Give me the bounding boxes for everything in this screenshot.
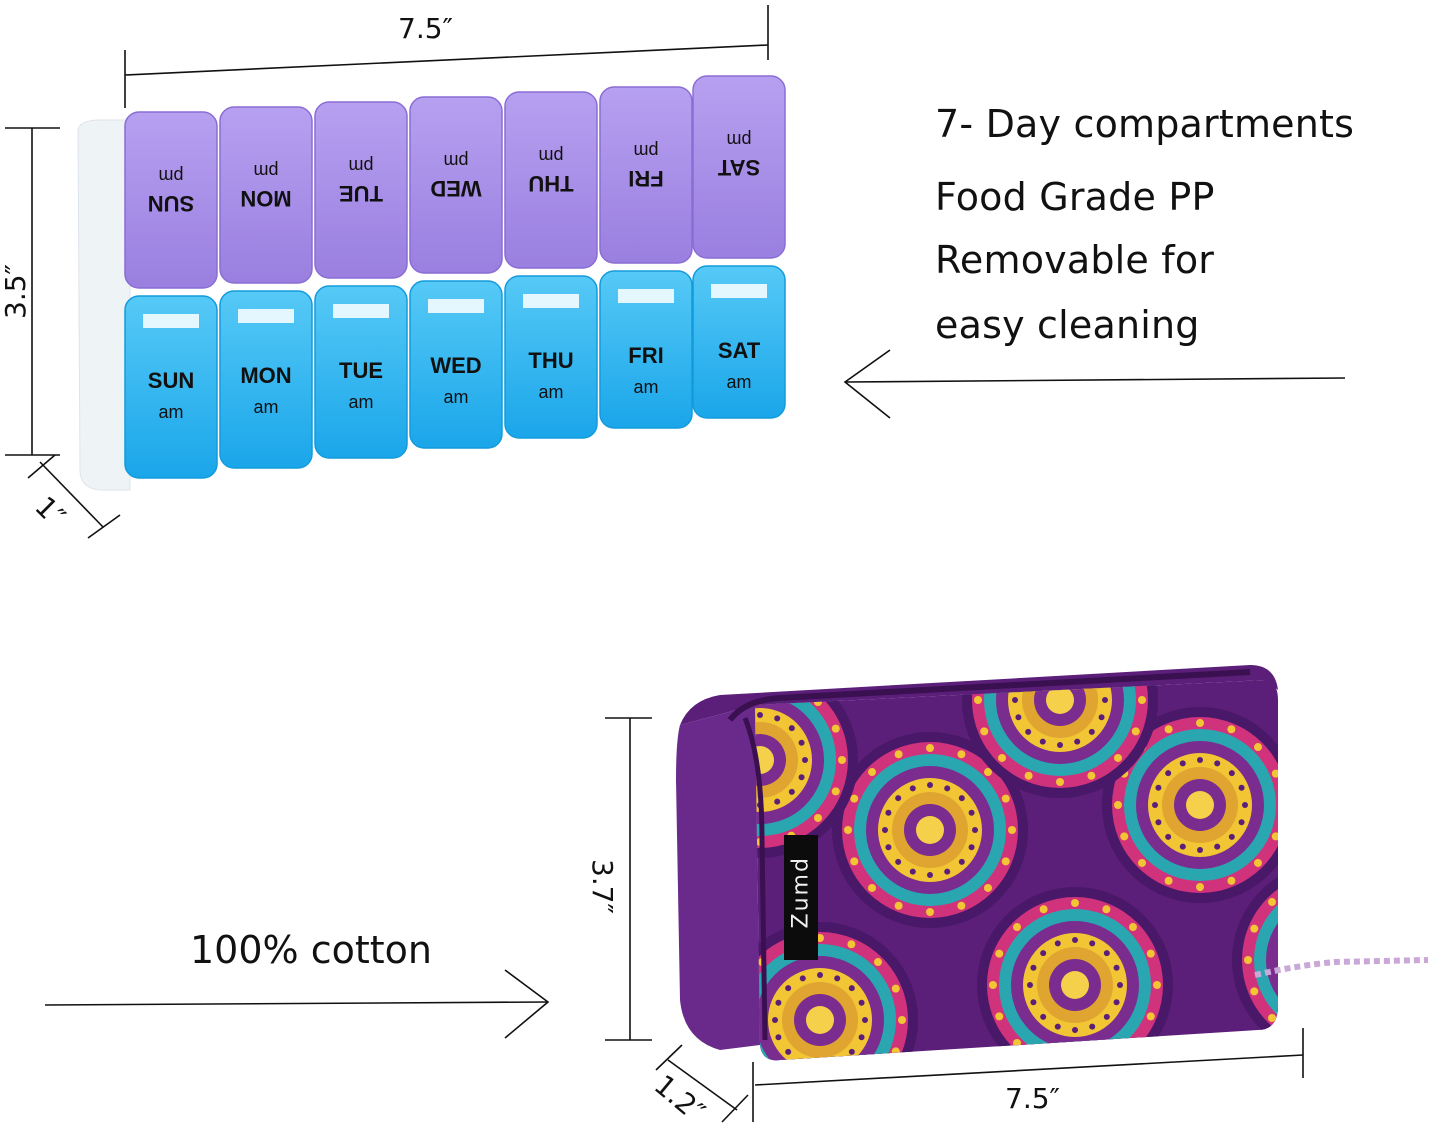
am-lid-tab bbox=[333, 304, 389, 318]
am-label: am bbox=[348, 392, 373, 412]
pm-lid-wed bbox=[409, 96, 503, 274]
brand-tag bbox=[784, 835, 818, 960]
pm-day-label: TUE bbox=[339, 181, 383, 206]
pm-label: pm bbox=[726, 130, 751, 150]
pouch-side bbox=[676, 705, 760, 1050]
am-lid-fri bbox=[599, 270, 693, 429]
am-lid-tue bbox=[314, 285, 408, 459]
pm-label: pm bbox=[253, 161, 278, 181]
pm-lid-fri bbox=[599, 86, 693, 264]
pouch-zipper-pull bbox=[1254, 957, 1429, 978]
am-day-label: SUN bbox=[148, 368, 194, 393]
pm-label: pm bbox=[443, 151, 468, 171]
am-day-label: TUE bbox=[339, 358, 383, 383]
pm-lid-sun bbox=[124, 111, 218, 289]
pill-box-base bbox=[77, 119, 131, 491]
pm-lid-mon bbox=[219, 106, 313, 284]
am-day-label: THU bbox=[528, 348, 573, 373]
pm-label: pm bbox=[633, 141, 658, 161]
am-label: am bbox=[158, 402, 183, 422]
mandala-motif bbox=[755, 922, 918, 1061]
mandala-motif bbox=[977, 887, 1173, 1061]
features-arrow bbox=[843, 349, 1346, 419]
pm-lid-sat bbox=[692, 75, 786, 259]
feature-line-4: easy cleaning bbox=[935, 303, 1200, 347]
feature-line-3: Removable for bbox=[935, 238, 1215, 282]
am-day-label: MON bbox=[240, 363, 291, 388]
am-lid-tab bbox=[711, 284, 767, 298]
mandala-motif bbox=[832, 732, 1028, 928]
am-label: am bbox=[633, 377, 658, 397]
pm-lid-thu bbox=[504, 91, 598, 269]
pouch-depth-dimension bbox=[655, 1044, 749, 1123]
am-lid-tab bbox=[428, 299, 484, 313]
pm-label: pm bbox=[158, 166, 183, 186]
am-lid-tab bbox=[143, 314, 199, 328]
am-label: am bbox=[726, 372, 751, 392]
am-lid-sat bbox=[692, 265, 786, 419]
pm-label: pm bbox=[348, 156, 373, 176]
material-arrow bbox=[44, 969, 550, 1039]
mandala-motif bbox=[1102, 707, 1278, 903]
feature-line-2: Food Grade PP bbox=[935, 175, 1215, 219]
pouch-height-label: 3.7″ bbox=[586, 859, 619, 914]
pm-day-label: FRI bbox=[628, 166, 663, 191]
am-lid-wed bbox=[409, 280, 503, 449]
pouch-width-label: 7.5″ bbox=[1005, 1082, 1060, 1115]
pill-box-height-dimension bbox=[5, 127, 60, 456]
pm-day-label: WED bbox=[430, 176, 481, 201]
am-day-label: FRI bbox=[628, 343, 663, 368]
pm-lid-tue bbox=[314, 101, 408, 279]
brand-tag-text: Zumd bbox=[788, 856, 814, 929]
am-lid-tab bbox=[618, 289, 674, 303]
pm-label: pm bbox=[538, 146, 563, 166]
am-day-label: WED bbox=[430, 353, 481, 378]
pouch bbox=[676, 665, 1429, 1061]
am-day-label: SAT bbox=[718, 338, 761, 363]
am-label: am bbox=[443, 387, 468, 407]
mandala-motif bbox=[962, 680, 1158, 798]
feature-line-1: 7- Day compartments bbox=[935, 102, 1355, 146]
pm-day-label: MON bbox=[240, 186, 291, 211]
am-lid-thu bbox=[504, 275, 598, 439]
pm-day-label: THU bbox=[528, 171, 573, 196]
pill-box-width-dimension bbox=[124, 5, 769, 108]
am-lid-mon bbox=[219, 290, 313, 469]
am-lid-tab bbox=[523, 294, 579, 308]
material-label: 100% cotton bbox=[190, 928, 432, 972]
pouch-width-dimension bbox=[752, 1028, 1304, 1122]
am-label: am bbox=[253, 397, 278, 417]
mandala-motif bbox=[1232, 862, 1278, 1058]
am-label: am bbox=[538, 382, 563, 402]
am-lid-sun bbox=[124, 295, 218, 479]
pm-day-label: SUN bbox=[148, 191, 194, 216]
pill-box-width-label: 7.5″ bbox=[398, 12, 453, 45]
pill-box-height-label: 3.5″ bbox=[0, 264, 32, 319]
pouch-height-dimension bbox=[605, 717, 652, 1041]
pill-box-depth-dimension bbox=[27, 454, 121, 539]
pouch-zipper bbox=[727, 669, 1251, 722]
am-lid-tab bbox=[238, 309, 294, 323]
pm-day-label: SAT bbox=[717, 155, 760, 180]
